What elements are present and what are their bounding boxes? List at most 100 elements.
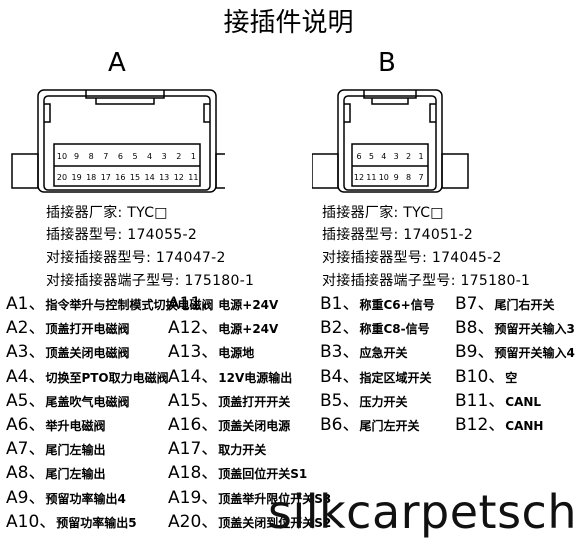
pin-entry: A17、取力开关 — [168, 437, 331, 461]
connector-b-pin-11: 11 — [366, 173, 376, 182]
connector-a-pin-18: 18 — [86, 173, 96, 182]
pin-desc: 尾门左输出 — [45, 443, 106, 458]
pin-entry: A20、顶盖关闭到位开关S2 — [168, 510, 331, 534]
pin-entry: A6、举升电磁阀 — [6, 413, 213, 437]
connector-a-spec-terminal: 对接插接器端子型号: 175180-1 — [46, 273, 255, 289]
pin-code: A14、 — [168, 366, 219, 387]
connector-a-pin-13: 13 — [159, 173, 169, 182]
pin-desc: 尾门左输出 — [45, 467, 106, 482]
pin-entry: B9、预留开关输入4 — [455, 340, 575, 364]
pin-entry: A16、顶盖关闭电源 — [168, 413, 331, 437]
connector-a-spec-model: 插接器型号: 174055-2 — [46, 227, 198, 243]
pin-code: B4、 — [320, 366, 360, 387]
pin-code: A20、 — [168, 511, 219, 532]
connector-a-pin-4: 4 — [147, 152, 152, 161]
connector-a-pin-9: 9 — [74, 152, 79, 161]
connector-a-pin-10: 10 — [57, 152, 67, 161]
connector-b-pin-3: 3 — [394, 152, 399, 161]
pin-code: A2、 — [6, 318, 46, 339]
pin-desc: 取力开关 — [218, 443, 267, 458]
pin-entry: B4、指定区域开关 — [320, 365, 435, 389]
pin-desc: 顶盖关闭电源 — [218, 418, 291, 433]
pin-desc: CANH — [505, 418, 544, 433]
pin-code: A7、 — [6, 439, 46, 460]
pin-desc: 应急开关 — [359, 346, 408, 361]
pin-entry: B2、称重C8-信号 — [320, 316, 435, 340]
pin-code: A11、 — [168, 294, 219, 314]
connector-a-pin-8: 8 — [89, 152, 94, 161]
pin-code: A19、 — [168, 487, 219, 508]
connector-b-label: B — [378, 48, 396, 78]
connector-b-pin-7: 7 — [418, 173, 423, 182]
pin-desc: 12V电源输出 — [218, 370, 293, 385]
pin-desc: 预留开关输入3 — [494, 322, 575, 337]
connector-a-pin-20: 20 — [57, 173, 67, 182]
pin-code: A16、 — [168, 414, 219, 435]
pin-entry: A9、预留功率输出4 — [6, 486, 213, 510]
pin-entry: A8、尾门左输出 — [6, 461, 213, 485]
pin-entry: A4、切换至PTO取力电磁阀 — [6, 365, 213, 389]
connector-a-pin-2: 2 — [176, 152, 181, 161]
pin-desc: 指定区域开关 — [359, 370, 432, 385]
pin-entry: A5、尾盖吹气电磁阀 — [6, 389, 213, 413]
pin-code: B10、 — [455, 366, 506, 387]
connector-a-pin-19: 19 — [72, 173, 82, 182]
pin-code: B2、 — [320, 318, 360, 339]
pin-desc: 称重C8-信号 — [359, 322, 430, 337]
pin-entry: B5、压力开关 — [320, 389, 435, 413]
pin-code: A3、 — [6, 342, 46, 363]
connector-b-spec-mate: 对接插接器型号: 174045-2 — [322, 250, 502, 266]
connector-b-spec-model: 插接器型号: 174051-2 — [322, 227, 474, 243]
connector-b-pin-12: 12 — [354, 173, 364, 182]
pin-desc: CANL — [505, 394, 542, 409]
pin-desc: 顶盖打开开关 — [218, 394, 291, 409]
connector-a-pin-7: 7 — [103, 152, 108, 161]
pin-desc: 电源+24V — [218, 322, 279, 337]
connector-a-pin-3: 3 — [162, 152, 167, 161]
pin-entry: B6、尾门左开关 — [320, 413, 435, 437]
connector-a-spec-mate: 对接插接器型号: 174047-2 — [46, 250, 226, 266]
pin-code: B9、 — [455, 342, 495, 363]
pin-code: B3、 — [320, 342, 360, 363]
pin-desc: 电源+24V — [218, 298, 279, 312]
connector-a-spec-maker: 插接器厂家: TYC□ — [46, 205, 168, 221]
pin-desc: 预留开关输入4 — [494, 346, 575, 361]
pin-entry: A10、预留功率输出5 — [6, 510, 213, 534]
connector-b-pin-1: 1 — [418, 152, 423, 161]
pin-entry: B3、应急开关 — [320, 340, 435, 364]
pin-entry: B12、CANH — [455, 413, 575, 437]
pin-entry: A13、电源地 — [168, 340, 331, 364]
pin-desc: 预留功率输出5 — [56, 515, 137, 530]
connector-b-pin-9: 9 — [394, 173, 399, 182]
pin-code: A1、 — [6, 294, 46, 314]
pin-entry: B7、尾门右开关 — [455, 292, 575, 316]
connector-b-pin-6: 6 — [356, 152, 361, 161]
connector-a-pin-12: 12 — [174, 173, 184, 182]
pin-code: B8、 — [455, 318, 495, 339]
connector-a-pin-15: 15 — [130, 173, 140, 182]
pin-entry: B1、称重C6+信号 — [320, 292, 435, 316]
pin-desc: 顶盖关闭电磁阀 — [45, 346, 130, 361]
connector-b-pin-8: 8 — [406, 173, 411, 182]
pin-entry: A1、指令举升与控制模式切换电磁阀 — [6, 292, 213, 316]
pin-desc: 尾门左开关 — [359, 418, 420, 433]
pin-code: A5、 — [6, 390, 46, 411]
pin-code: A8、 — [6, 463, 46, 484]
pin-code: A15、 — [168, 390, 219, 411]
pin-code: A10、 — [6, 511, 57, 532]
connector-a-pin-11: 11 — [188, 173, 198, 182]
connector-a-pin-14: 14 — [145, 173, 155, 182]
pin-code: A6、 — [6, 414, 46, 435]
pin-desc: 称重C6+信号 — [359, 298, 435, 312]
pin-entry: A14、12V电源输出 — [168, 365, 331, 389]
pin-code: B5、 — [320, 390, 360, 411]
pin-desc: 指令举升与控制模式切换电磁阀 — [45, 298, 214, 312]
pin-desc: 切换至PTO取力电磁阀 — [45, 370, 169, 385]
connector-b-pin-4: 4 — [381, 152, 386, 161]
connector-b-spec-terminal: 对接插接器端子型号: 175180-1 — [322, 273, 531, 289]
